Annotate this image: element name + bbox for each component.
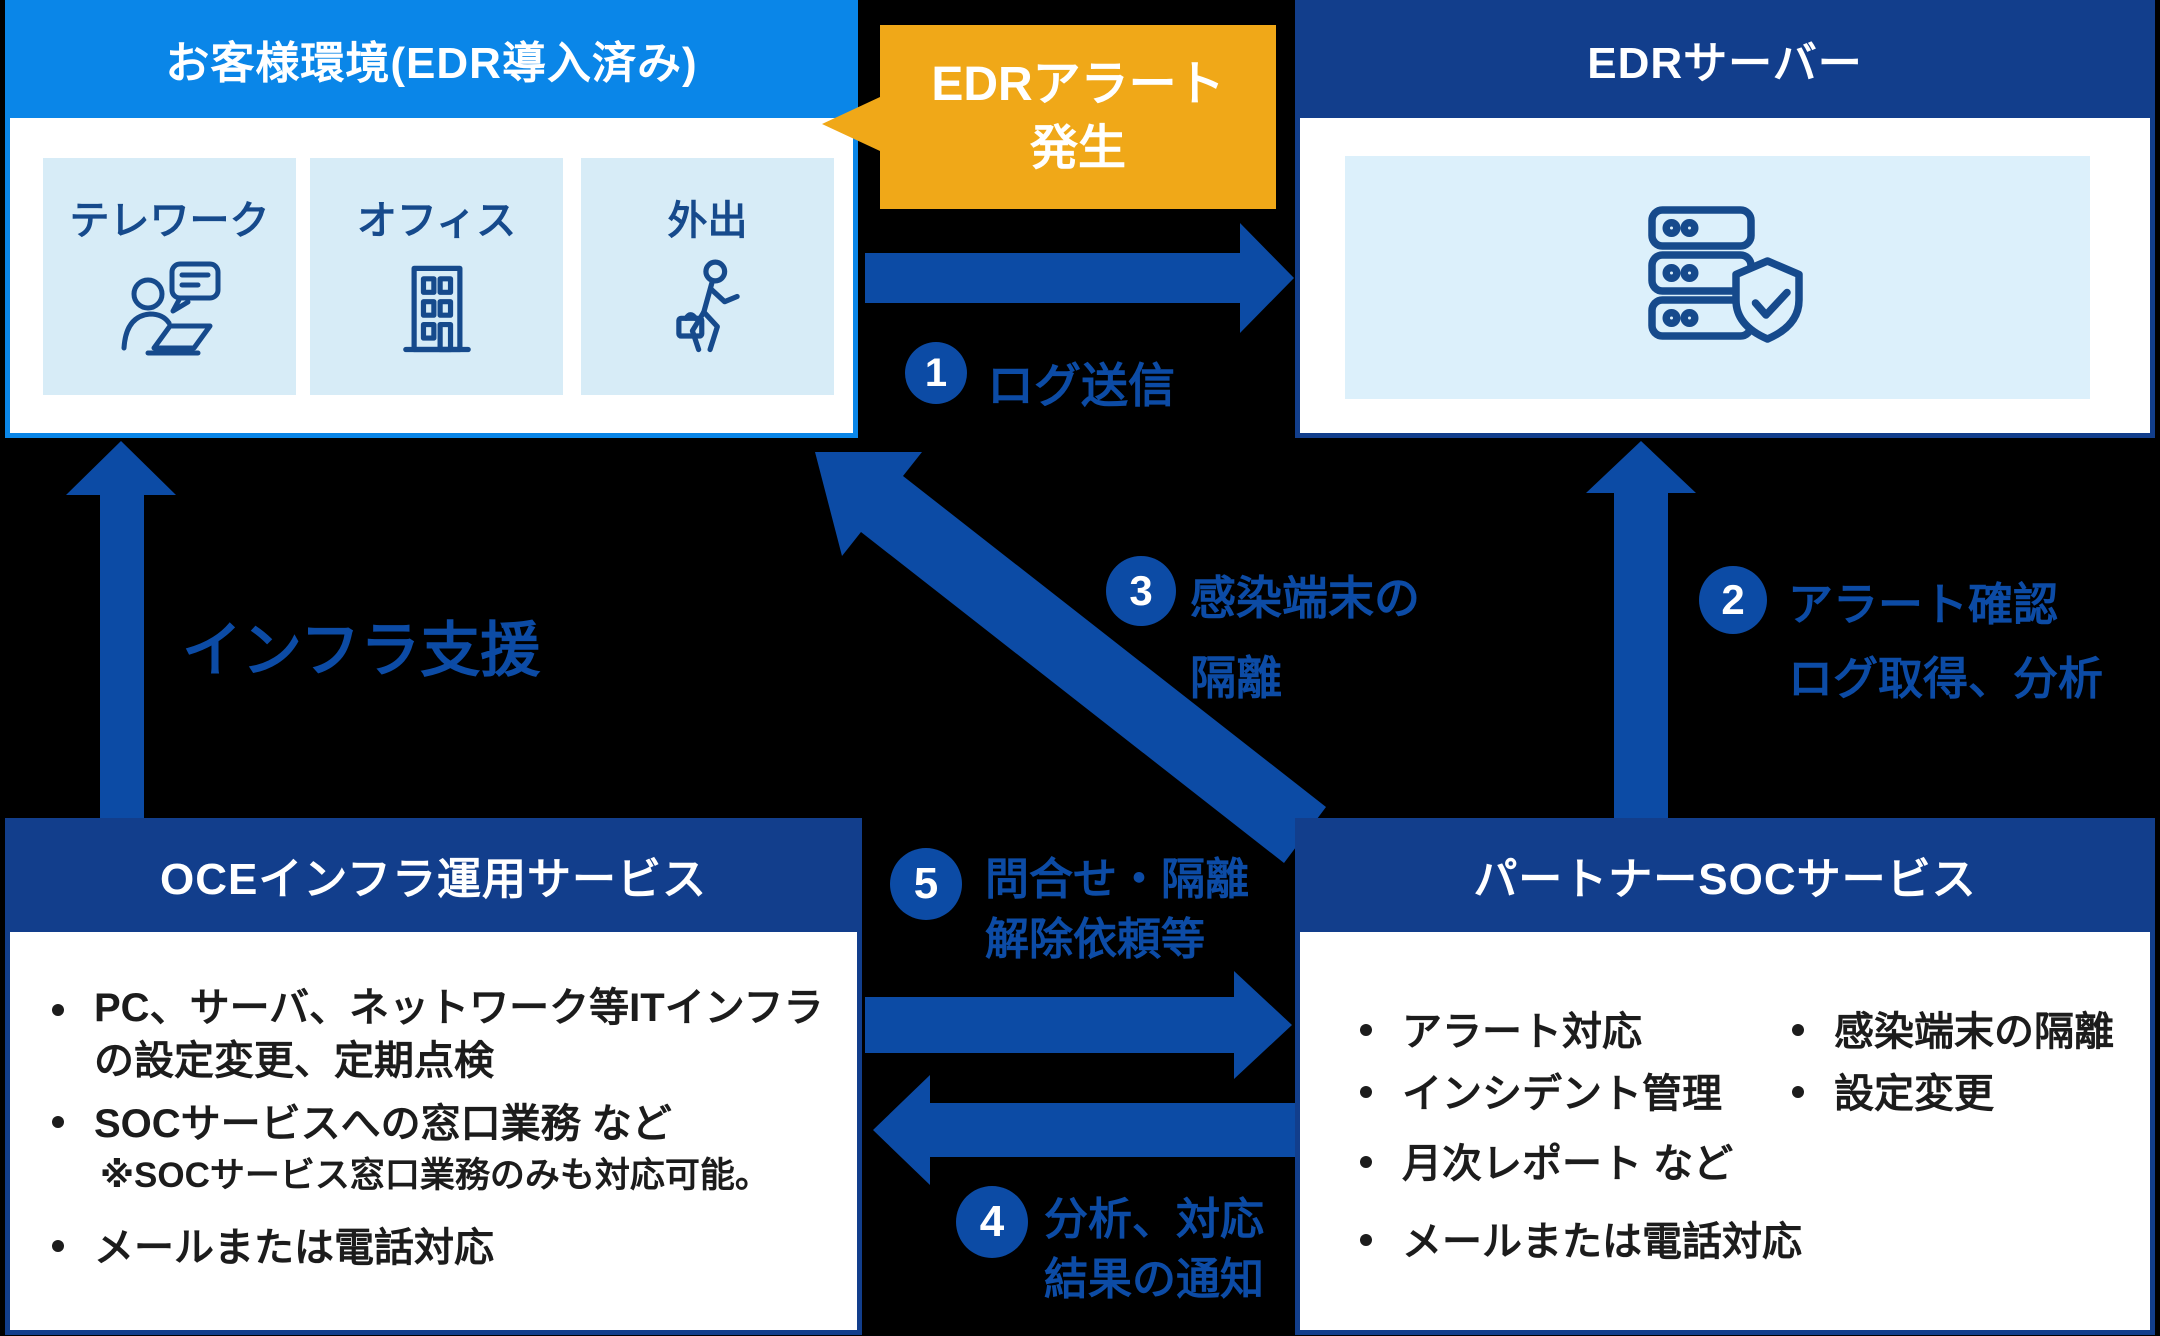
- bullet-dot: [52, 1116, 64, 1128]
- arrow-log-send-right-icon: [865, 223, 1294, 333]
- telework-card: テレワーク: [43, 158, 296, 395]
- bullet-dot: [1792, 1024, 1804, 1036]
- partner-bullet-report: 月次レポート など: [1402, 1142, 1734, 1186]
- flow-5-number: 5: [890, 848, 962, 920]
- arrow-result-left-icon: [873, 1075, 1295, 1185]
- flow-4-label: 分析、対応 結果の通知: [1044, 1190, 1264, 1310]
- arrow-inquiry-right-icon: [865, 971, 1292, 1079]
- edr-server-title: EDRサーバー: [1587, 39, 1863, 88]
- flow-1-label: ログ送信: [987, 359, 1175, 412]
- office-label: オフィス: [356, 199, 517, 243]
- bullet-dot: [52, 1004, 64, 1016]
- partner-bullet-config: 設定変更: [1834, 1072, 1994, 1116]
- edr-server-panel: [1345, 156, 2090, 399]
- going-out-card: 外出: [581, 158, 834, 395]
- oce-bullet-1: PC、サーバ、ネットワーク等ITインフラの設定変更、定期点検: [94, 986, 824, 1083]
- oce-bullet-2-note: ※SOCサービス窓口業務のみも対応可能。: [100, 1156, 770, 1195]
- flow-3-line2: 隔離: [1190, 652, 1282, 704]
- partner-soc-header: パートナーSOCサービス: [1295, 818, 2155, 932]
- flow-5-label: 問合せ・隔離 解除依頼等: [985, 850, 1249, 970]
- office-card: オフィス: [310, 158, 563, 395]
- bullet-dot: [1360, 1024, 1372, 1036]
- flow-1-number: 1: [905, 342, 967, 404]
- flow-4-line2: 結果の通知: [1044, 1255, 1264, 1304]
- bullet-dot: [1360, 1156, 1372, 1168]
- partner-soc-box: [1295, 932, 2155, 1335]
- arrow-infra-support-up-icon: [66, 441, 176, 824]
- bullet-dot: [52, 1240, 64, 1252]
- customer-environment-header: お客様環境(EDR導入済み): [5, 0, 858, 118]
- oce-infra-box: [5, 932, 862, 1335]
- flow-5-line1: 問合せ・隔離: [985, 855, 1249, 904]
- infra-support-label: インフラ支援: [182, 617, 541, 684]
- callout-tail-icon: [822, 97, 880, 151]
- server-shield-icon: [1647, 206, 1803, 343]
- oce-bullet-2: SOCサービスへの窓口業務 など: [94, 1102, 672, 1146]
- flow-5-line2: 解除依頼等: [985, 915, 1205, 964]
- walking-businessman-icon: [675, 259, 740, 353]
- partner-bullet-incident: インシデント管理: [1402, 1072, 1722, 1116]
- partner-bullet-alert: アラート対応: [1402, 1010, 1642, 1054]
- oce-infra-header: OCEインフラ運用サービス: [5, 818, 862, 932]
- office-building-icon: [402, 265, 471, 353]
- bullet-dot: [1360, 1086, 1372, 1098]
- arrow-isolation-diagonal-icon: [815, 452, 1326, 863]
- telework-icon: [121, 261, 220, 356]
- telework-label: テレワーク: [69, 199, 270, 243]
- partner-soc-title: パートナーSOCサービス: [1473, 855, 1977, 904]
- flow-2-number: 2: [1699, 566, 1767, 634]
- going-out-label: 外出: [667, 199, 748, 243]
- bullet-dot: [1360, 1234, 1372, 1246]
- customer-environment-title: お客様環境(EDR導入済み): [165, 39, 698, 88]
- oce-bullet-3: メールまたは電話対応: [94, 1226, 494, 1270]
- edr-alert-line2: 発生: [1029, 122, 1126, 175]
- flow-4-line1: 分析、対応: [1044, 1195, 1264, 1244]
- edr-server-header: EDRサーバー: [1295, 0, 2155, 118]
- flow-3-label: 感染端末の 隔離: [1190, 558, 1420, 718]
- flow-2-label: アラート確認 ログ取得、分析: [1788, 568, 2103, 716]
- flow-2-line1: アラート確認: [1788, 579, 2059, 630]
- flow-2-line2: ログ取得、分析: [1788, 653, 2104, 704]
- arrow-alert-check-up-icon: [1586, 441, 1696, 820]
- oce-infra-title: OCEインフラ運用サービス: [159, 855, 708, 904]
- edr-alert-line1: EDRアラート: [931, 58, 1225, 111]
- edr-alert-callout: EDRアラート 発生: [822, 25, 1276, 209]
- bullet-dot: [1792, 1086, 1804, 1098]
- partner-bullet-contact: メールまたは電話対応: [1402, 1220, 1802, 1264]
- flow-4-number: 4: [956, 1186, 1028, 1258]
- flow-3-number: 3: [1106, 556, 1176, 626]
- flow-3-line1: 感染端末の: [1190, 572, 1420, 624]
- partner-bullet-isolation: 感染端末の隔離: [1834, 1010, 2114, 1054]
